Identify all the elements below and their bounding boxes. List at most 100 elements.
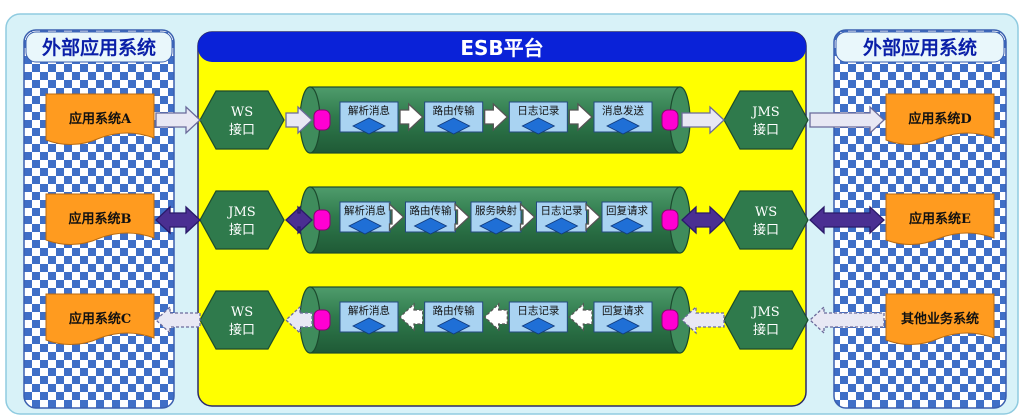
- step-diamond: [348, 217, 382, 235]
- step-diamond: [606, 117, 640, 135]
- port-right: [661, 209, 679, 231]
- step-label: 解析消息: [348, 104, 390, 117]
- interface-left-shape: [199, 190, 285, 250]
- step-diamond: [610, 217, 644, 235]
- interface-right-protocol: WS: [755, 205, 777, 220]
- system-label-left: 应用系统C: [69, 311, 131, 327]
- system-doc-right-2-shape: [885, 193, 995, 245]
- step-connector: [519, 202, 536, 232]
- step-diamond: [436, 317, 471, 335]
- step-label: 回复请求: [602, 304, 644, 317]
- process-step: 路由传输: [405, 201, 456, 235]
- process-step: 回复请求: [601, 201, 653, 235]
- interface-right: WS 接口: [723, 190, 809, 250]
- interface-left-shape: [199, 290, 285, 350]
- interface-right-label: 接口: [753, 122, 779, 138]
- interface-right: JMS 接口: [723, 90, 809, 150]
- step-diamond: [521, 317, 556, 335]
- step-label: 日志记录: [541, 204, 583, 217]
- system-doc-left-1-shape: [45, 93, 155, 145]
- port-left: [313, 309, 331, 331]
- system-label-right: 应用系统D: [908, 111, 971, 127]
- interface-left-shape: [199, 90, 285, 150]
- step-label: 路由传输: [433, 104, 475, 117]
- process-step: 服务映射: [470, 201, 522, 235]
- step-label: 服务映射: [475, 204, 517, 217]
- interface-right-protocol: JMS: [750, 305, 779, 320]
- arrow-interface-pipe: [285, 205, 313, 235]
- process-step: 解析消息: [339, 301, 399, 335]
- right-panel-header: [835, 31, 1005, 63]
- system-doc-left-3: 应用系统C: [45, 293, 155, 345]
- interface-right-label: 接口: [753, 322, 779, 338]
- arrow-system-to-interface: [155, 105, 201, 135]
- flow-row-3: 解析消息 路由传输 日志记录 回复请求: [299, 286, 691, 354]
- process-step: 回复请求: [593, 301, 653, 335]
- step-connector: [568, 102, 593, 132]
- port-right: [661, 309, 679, 331]
- interface-right: JMS 接口: [723, 290, 809, 350]
- system-label-left: 应用系统B: [69, 211, 132, 227]
- step-connector: [585, 202, 601, 232]
- system-label-right: 其他业务系统: [901, 311, 979, 327]
- system-doc-right-1-shape: [885, 93, 995, 145]
- port-left: [313, 209, 331, 231]
- arrow-pipe-to-interface: [681, 105, 725, 135]
- arrow-interface-to-pipe: [285, 105, 313, 135]
- interface-right-label: 接口: [753, 222, 779, 238]
- step-connector: [484, 102, 509, 132]
- system-doc-right-3-shape: [885, 293, 995, 345]
- system-doc-right-2: 应用系统E: [885, 193, 995, 245]
- system-label-left: 应用系统A: [69, 111, 132, 127]
- flow-row-2: 解析消息 路由传输 服务映射 日志记录 回复请求: [299, 186, 691, 254]
- interface-right-protocol: JMS: [750, 105, 779, 120]
- step-connector: [399, 102, 424, 132]
- interface-left: JMS 接口: [199, 190, 285, 250]
- left-panel-header: [25, 31, 173, 63]
- step-diamond: [352, 117, 386, 135]
- step-diamond: [544, 217, 579, 235]
- interface-left-label: 接口: [229, 322, 255, 338]
- step-label: 路由传输: [433, 304, 475, 317]
- right-panel-title: 外部应用系统: [863, 36, 977, 59]
- process-step: 解析消息: [339, 201, 391, 235]
- step-diamond: [479, 217, 513, 235]
- system-doc-right-1: 应用系统D: [885, 93, 995, 145]
- interface-right-shape: [723, 90, 809, 150]
- step-label: 消息发送: [602, 104, 644, 117]
- platform-title: ESB平台: [460, 36, 543, 60]
- step-label: 日志记录: [517, 104, 559, 117]
- interface-right-shape: [723, 190, 809, 250]
- step-label: 路由传输: [410, 204, 452, 217]
- process-step: 日志记录: [536, 201, 587, 235]
- process-step: 日志记录: [508, 301, 568, 335]
- process-step: 路由传输: [424, 101, 484, 135]
- port-right: [661, 109, 679, 131]
- step-connector: [483, 302, 508, 332]
- step-diamond: [352, 317, 386, 335]
- interface-left-label: 接口: [229, 222, 255, 238]
- interface-left-protocol: JMS: [226, 205, 255, 220]
- step-connector: [568, 302, 593, 332]
- step-connector: [454, 202, 470, 232]
- system-doc-left-2: 应用系统B: [45, 193, 155, 245]
- arrow-interface-to-system: [155, 305, 201, 335]
- step-label: 回复请求: [606, 204, 648, 217]
- arrow-system-to-interface: [809, 305, 885, 335]
- port-left: [313, 109, 331, 131]
- arrow-interface-to-system: [809, 105, 885, 135]
- step-label: 日志记录: [517, 304, 559, 317]
- process-step: 消息发送: [593, 101, 653, 135]
- interface-left-label: 接口: [229, 122, 255, 138]
- step-connector: [399, 302, 424, 332]
- arrow-pipe-interface: [681, 205, 725, 235]
- step-diamond: [413, 217, 448, 235]
- arrow-interface-system: [809, 205, 885, 235]
- step-diamond: [521, 117, 556, 135]
- left-panel-title: 外部应用系统: [42, 36, 156, 59]
- system-doc-left-3-shape: [45, 293, 155, 345]
- step-connector: [388, 202, 405, 232]
